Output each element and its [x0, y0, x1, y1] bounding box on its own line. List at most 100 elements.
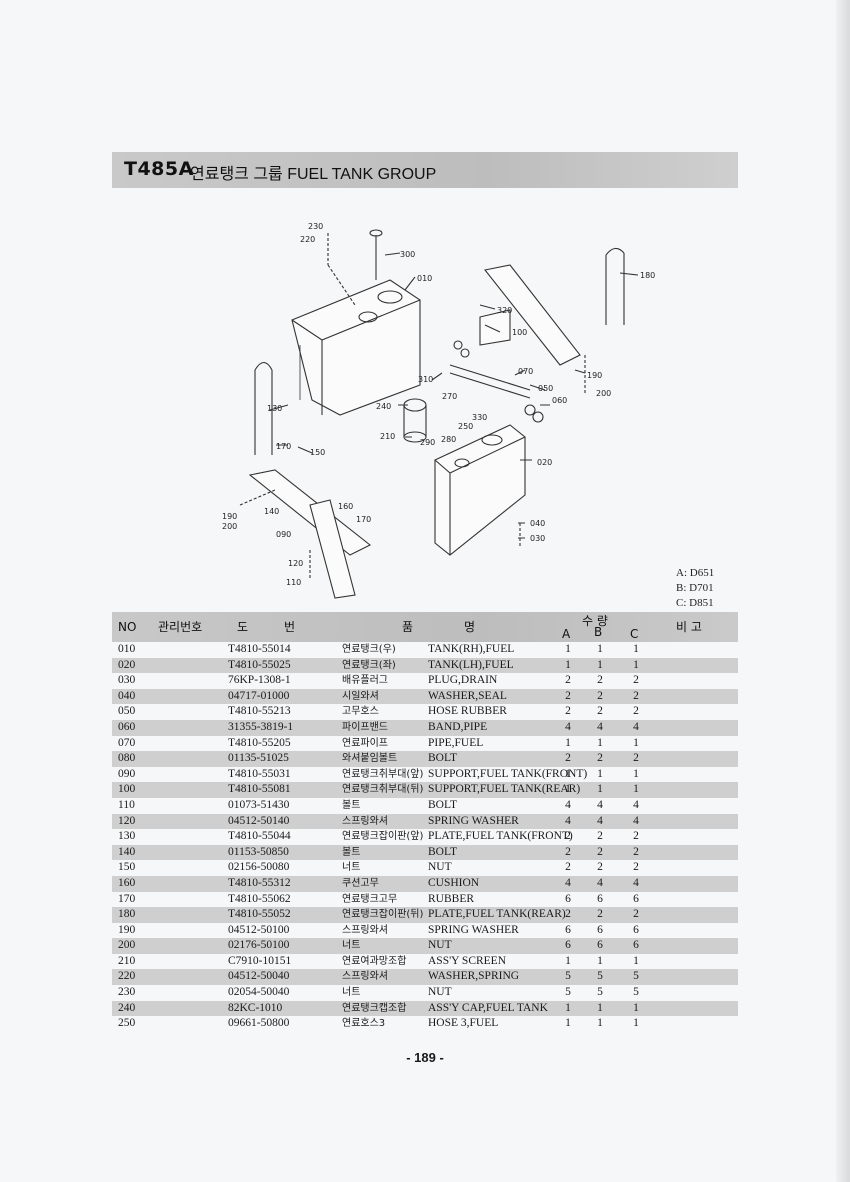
diagram-label: 220 [300, 235, 315, 244]
diagram-label: 090 [276, 530, 291, 539]
cell-kr: 볼트 [342, 846, 361, 858]
cell-no: 020 [118, 658, 136, 671]
diagram-label: 270 [442, 392, 457, 401]
cell-no: 160 [118, 876, 136, 889]
diagram-label: 120 [288, 559, 303, 568]
page-edge [836, 0, 850, 1182]
cell-en: PLUG,DRAIN [428, 674, 498, 687]
cell-b: 2 [597, 908, 603, 921]
cell-a: 2 [565, 752, 571, 765]
cell-en: NUT [428, 939, 452, 952]
cell-a: 1 [565, 1017, 571, 1030]
cell-en: SUPPORT,FUEL TANK(REAR) [428, 783, 581, 796]
section-title: 연료탱크 그룹 FUEL TANK GROUP [190, 166, 437, 183]
cell-b: 2 [597, 705, 603, 718]
cell-b: 4 [597, 876, 603, 889]
cell-no: 130 [118, 830, 136, 843]
model-c: C: D851 [676, 597, 714, 609]
cell-a: 6 [565, 892, 571, 905]
cell-a: 5 [565, 986, 571, 999]
cell-part: T4810-55025 [228, 658, 291, 671]
cell-b: 2 [597, 752, 603, 765]
cell-kr: 연료파이프 [342, 737, 388, 749]
header-remarks: 비 고 [676, 620, 702, 634]
cell-no: 090 [118, 767, 136, 780]
header-drawing-2: 번 [284, 620, 296, 634]
cell-part: 01073-51430 [228, 798, 290, 811]
cell-en: BOLT [428, 752, 457, 765]
cell-c: 6 [633, 939, 639, 952]
cell-a: 1 [565, 658, 571, 671]
cell-no: 110 [118, 798, 135, 811]
cell-en: SPRING WASHER [428, 814, 519, 827]
cell-no: 240 [118, 1001, 136, 1014]
cell-b: 4 [597, 814, 603, 827]
cell-kr: 쿠션고무 [342, 877, 379, 889]
cell-part: 09661-50800 [228, 1017, 290, 1030]
cell-b: 1 [597, 783, 603, 796]
cell-no: 200 [118, 939, 136, 952]
model-a: A: D651 [676, 567, 715, 579]
diagram-label: 250 [458, 422, 473, 431]
cell-kr: 너트 [342, 987, 361, 999]
cell-a: 1 [565, 736, 571, 749]
cell-a: 1 [565, 643, 571, 655]
cell-a: 1 [565, 954, 571, 967]
header-name-1: 품 [402, 620, 414, 634]
cell-a: 2 [565, 908, 571, 921]
cell-c: 5 [633, 986, 639, 999]
cell-part: T4810-55062 [228, 892, 291, 905]
cell-part: 02054-50040 [228, 986, 290, 999]
diagram-label: 310 [418, 375, 433, 384]
header-b: B [594, 625, 603, 639]
cell-b: 2 [597, 830, 603, 843]
cell-kr: 스프링와셔 [342, 971, 388, 983]
cell-b: 2 [597, 689, 603, 702]
diagram-label: 210 [380, 432, 395, 441]
cell-c: 6 [633, 923, 639, 936]
cell-c: 1 [633, 783, 639, 796]
cell-b: 4 [597, 798, 603, 811]
diagram-label: 130 [267, 404, 282, 413]
cell-kr: 배유플러그 [342, 675, 388, 687]
cell-part: T4810-55014 [228, 643, 291, 655]
cell-c: 4 [633, 814, 639, 827]
cell-part: 02176-50100 [228, 939, 290, 952]
cell-a: 4 [565, 814, 571, 827]
diagram-label: 200 [596, 389, 611, 398]
cell-kr: 너트 [342, 862, 361, 874]
cell-en: RUBBER [428, 892, 475, 905]
cell-en: WASHER,SPRING [428, 970, 520, 983]
diagram-label: 300 [400, 250, 415, 259]
cell-part: 04717-01000 [228, 689, 290, 702]
cell-en: NUT [428, 861, 452, 874]
cell-en: ASS'Y SCREEN [428, 954, 507, 967]
cell-part: 01153-50850 [228, 845, 289, 858]
cell-no: 210 [118, 954, 136, 967]
cell-a: 2 [565, 861, 571, 874]
cell-kr: 스프링와셔 [342, 815, 388, 827]
cell-no: 050 [118, 705, 136, 718]
diagram-label: 200 [222, 522, 237, 531]
cell-b: 1 [597, 736, 603, 749]
diagram-label: 320 [497, 306, 512, 315]
cell-c: 1 [633, 954, 639, 967]
diagram-label: 070 [518, 367, 533, 376]
cell-a: 4 [565, 720, 571, 733]
diagram-label: 280 [441, 435, 456, 444]
cell-b: 4 [597, 720, 603, 733]
diagram-label: 030 [530, 534, 545, 543]
cell-part: 01135-51025 [228, 752, 289, 765]
diagram-label: 190 [222, 512, 237, 521]
cell-c: 4 [633, 720, 639, 733]
diagram-label: 160 [338, 502, 353, 511]
